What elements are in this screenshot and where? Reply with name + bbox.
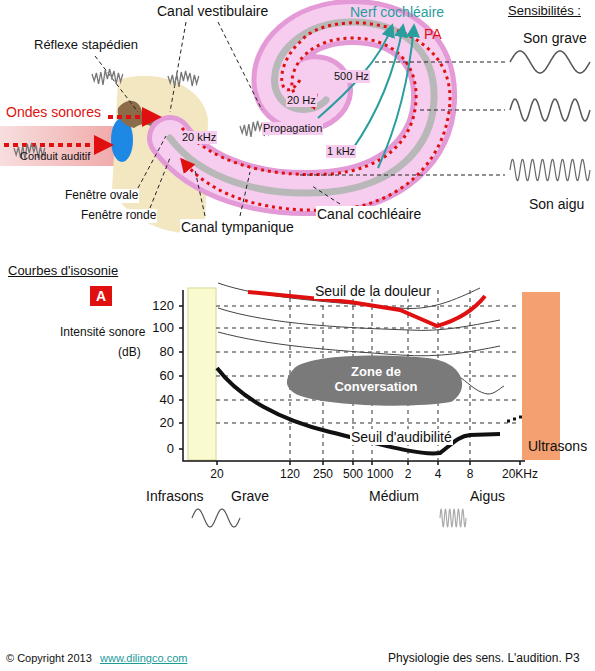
process-name: Propagation (262, 122, 323, 135)
nerve-arrows (378, 26, 414, 168)
tick-label: 100 (152, 321, 174, 336)
node-text: Zone de Conversation (316, 365, 436, 395)
tick-label: 120 (280, 468, 300, 482)
tick-label: 80 (160, 345, 174, 360)
wave-name: Son aigu (529, 196, 584, 212)
sine-wave (192, 509, 240, 527)
part-name: Canal vestibulaire (157, 3, 268, 19)
chart-bands (188, 288, 560, 460)
leader-lines (312, 186, 340, 204)
isophone-curves (218, 283, 504, 394)
leader-lines (240, 172, 250, 216)
sound-arrows (4, 143, 110, 147)
sine-wave (440, 509, 466, 527)
tick-label: 20 (210, 468, 223, 482)
band-label: Ultrasons (528, 438, 587, 454)
tick-label: 120 (152, 299, 174, 314)
nerve-arrows (318, 26, 392, 118)
chart-axes (179, 306, 183, 449)
part-name: Fenêtre ronde (80, 209, 157, 223)
cochlea (170, 22, 434, 193)
nerve-arrows (318, 26, 414, 168)
cochlea (170, 22, 434, 193)
part-name: Ondes sonores (6, 104, 101, 120)
part-name: Fenêtre ovale (64, 189, 139, 203)
cochlea (170, 22, 450, 210)
range-label: Aigus (470, 488, 505, 504)
sound-wave-icon (92, 69, 123, 85)
part-name: Canal tympanique (180, 219, 295, 235)
tick-label: 500 (343, 468, 363, 482)
sound-arrows (108, 115, 158, 119)
frequency-label: 1 kHz (326, 145, 356, 158)
tick-label: 0 (167, 442, 174, 457)
chart-axes (217, 461, 520, 465)
frequency-label: 20 kHz (181, 131, 217, 144)
sound-arrows (4, 117, 158, 145)
chart-axes (179, 290, 525, 465)
nerve-arrows (352, 26, 403, 150)
isophone-curves (218, 283, 480, 308)
leader-lines (95, 22, 505, 216)
panel-heading: Sensibilités : (508, 4, 581, 19)
cochlea (182, 23, 450, 210)
chart-bands (522, 292, 560, 460)
wave-name: Son grave (523, 30, 587, 46)
tick-label: 8 (467, 468, 474, 482)
leader-lines (375, 62, 505, 63)
ear-canal (0, 126, 120, 166)
signal-name: PA (424, 26, 442, 42)
sine-wave (510, 99, 590, 121)
axis-title: Intensité sonore (60, 326, 145, 340)
node-text: A (96, 288, 106, 304)
sine-wave (510, 159, 590, 180)
zone-fill (287, 356, 462, 406)
cochlea (182, 38, 416, 175)
leader-lines (420, 110, 505, 111)
marker-box: A (90, 286, 112, 306)
tick-label: 4 (435, 468, 442, 482)
copyright: © Copyright 2013 (6, 652, 92, 665)
tick-label: 20KHz (502, 468, 538, 482)
isophone-curves (218, 332, 500, 356)
range-label: Grave (231, 488, 269, 504)
waveforms (14, 51, 590, 527)
frequency-label: 500 Hz (333, 70, 370, 83)
tick-label: 40 (160, 393, 174, 408)
leader-lines (218, 22, 262, 110)
chart-axes (183, 290, 525, 461)
tick-label: 250 (313, 468, 333, 482)
leader-lines (300, 175, 505, 176)
ear-canal (0, 126, 120, 166)
frequency-label: 20 Hz (286, 94, 317, 107)
range-label: Infrasons (146, 488, 204, 504)
tick-label: 2 (405, 468, 412, 482)
tick-label: 20 (160, 416, 174, 431)
chart-title: Courbes d'isosonie (8, 264, 118, 279)
zone-shape: Zone de Conversation (286, 354, 466, 406)
chart-grid (216, 290, 520, 460)
cochlea (170, 22, 434, 193)
curve-label: Seuil de la douleur (314, 283, 432, 299)
sine-wave (510, 51, 590, 73)
part-name: Conduit auditif (20, 150, 90, 163)
part-name: Canal cochléaire (316, 206, 422, 222)
leader-lines (170, 22, 186, 112)
part-name: Réflexe stapédien (34, 38, 138, 53)
range-label: Médium (369, 488, 419, 504)
web-link: www.dilingco.com (100, 652, 187, 665)
sound-wave-icon (168, 71, 199, 87)
leader-lines (195, 170, 205, 216)
tick-label: 1000 (367, 468, 394, 482)
chart-bands (188, 288, 216, 460)
tick-label: 60 (160, 369, 174, 384)
leader-lines (150, 158, 170, 208)
page-footer: Physiologie des sens. L'audition. P3 (388, 652, 580, 666)
curve-label: Seuil d'audibilité (350, 429, 453, 445)
nerve-name: Nerf cochléaire (350, 4, 444, 20)
axis-unit: (dB) (118, 346, 141, 360)
leader-lines (138, 136, 166, 188)
threshold-dots (507, 417, 522, 421)
